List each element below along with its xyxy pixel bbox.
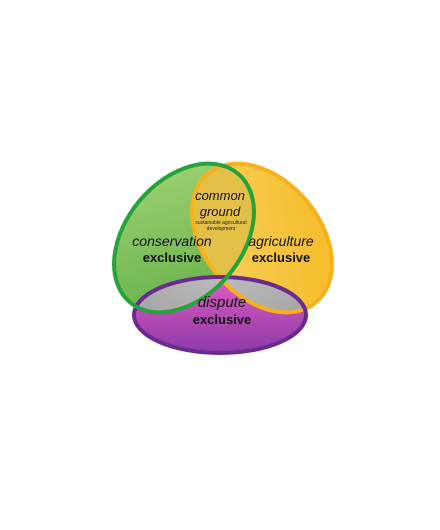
dispute-exclusive-label: exclusive (193, 312, 252, 327)
common-ground-sub-line1: sustainable agricultural (195, 220, 246, 226)
conservation-outline (112, 161, 256, 315)
agriculture-label: agriculture (248, 233, 314, 249)
conservation-exclusive-label: exclusive (143, 250, 202, 265)
dispute-label: dispute (198, 294, 246, 311)
dispute-outline (132, 275, 308, 355)
common-ground-label-line2: ground (200, 204, 241, 219)
conservation-label: conservation (132, 233, 212, 249)
common-ground-label-line1: common (195, 188, 245, 203)
agriculture-exclusive-label: exclusive (252, 250, 311, 265)
common-ground-sub-line2: development (207, 226, 236, 232)
